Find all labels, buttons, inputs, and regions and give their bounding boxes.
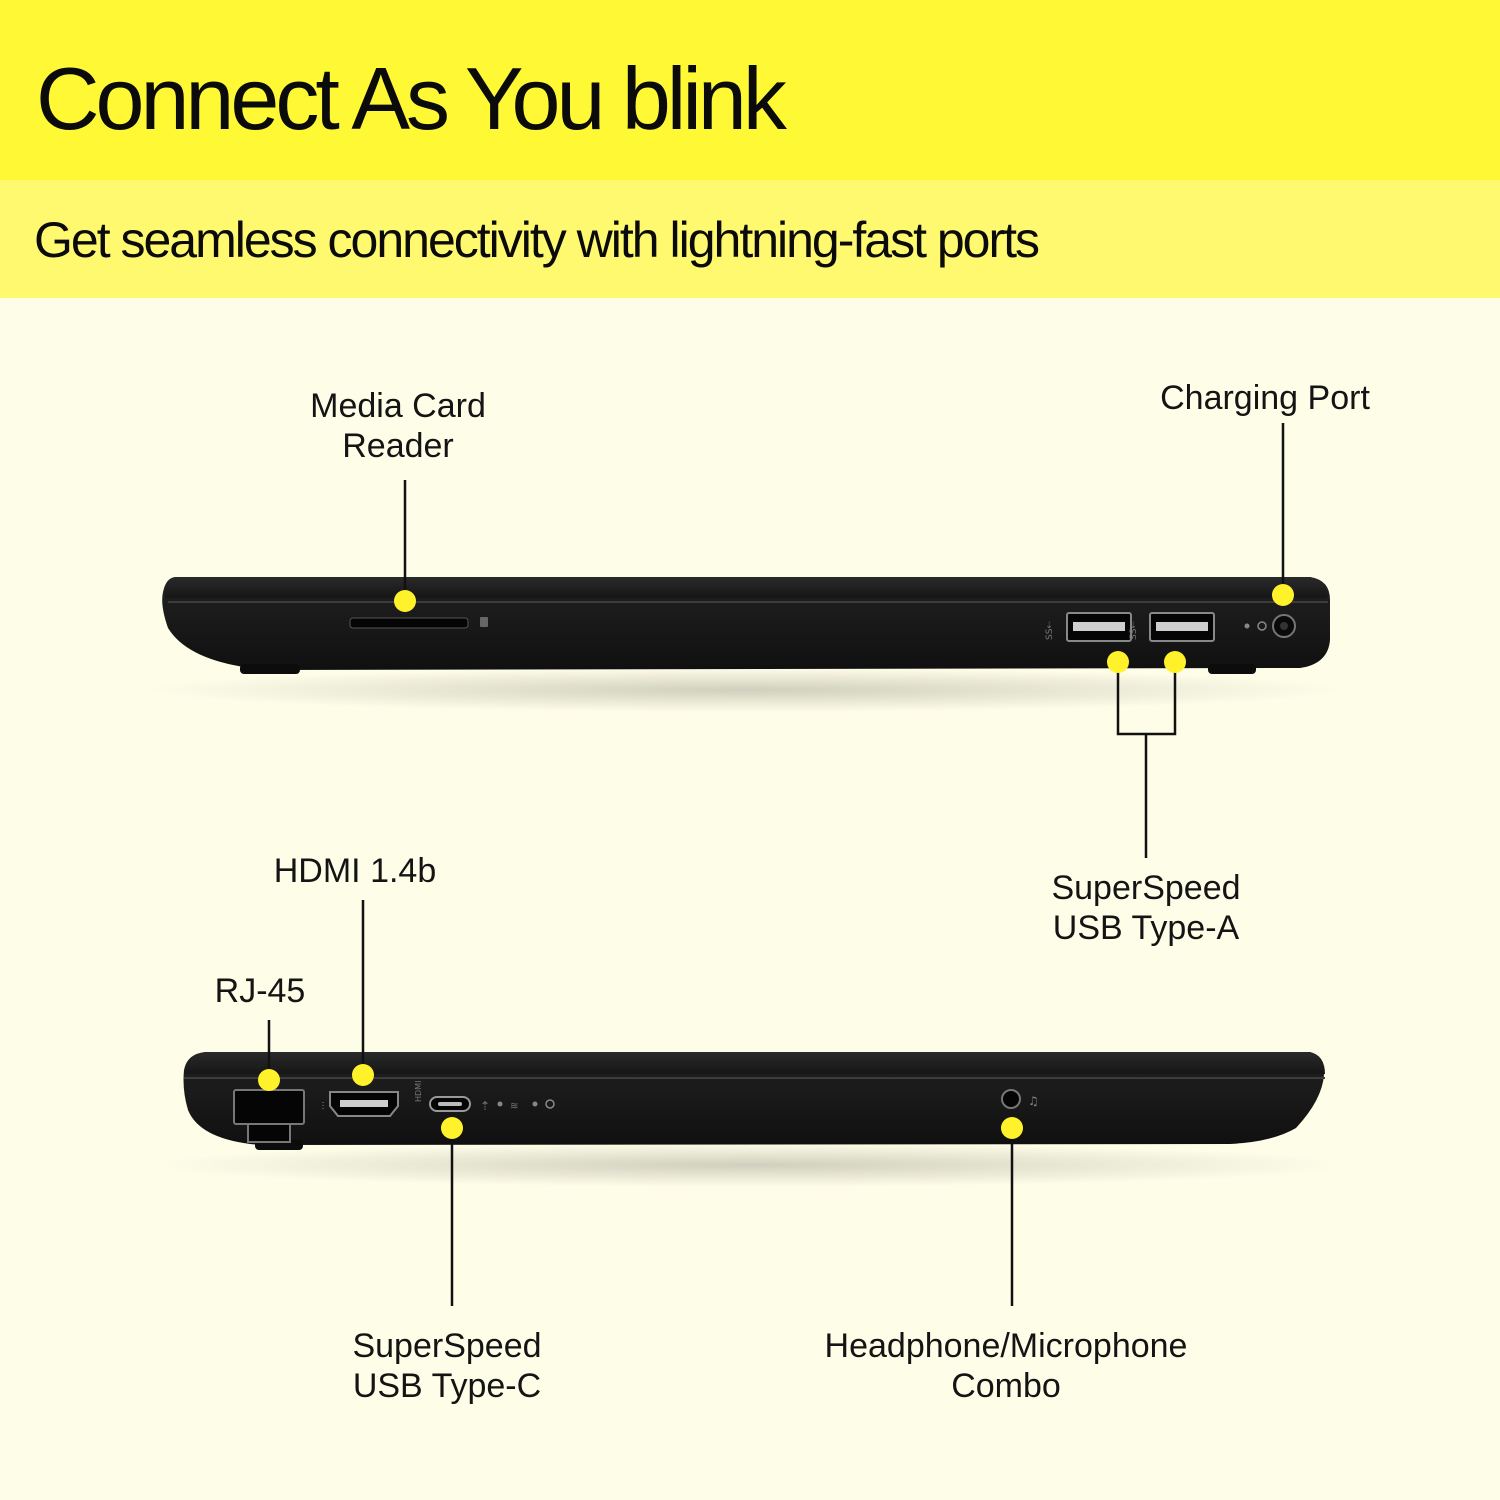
usb-a-port-1	[1066, 612, 1132, 642]
headphone-mic-label: Headphone/Microphone Combo	[824, 1327, 1188, 1405]
page-subtitle: Get seamless connectivity with lightning…	[34, 212, 1040, 268]
callout-lines-bottom	[267, 900, 1014, 1306]
ethernet-icon: ⋯	[319, 1101, 329, 1110]
power-icon	[545, 1099, 555, 1109]
media-card-slot	[349, 617, 469, 629]
hdmi-marker	[352, 1064, 374, 1086]
usb-type-a-label: SuperSpeed USB Type-A	[1051, 869, 1241, 947]
hdmi-label: HDMI 1.4b	[273, 852, 437, 890]
usb-a-marker-1	[1107, 651, 1129, 673]
ss-usb-icon: SS⇠	[1045, 621, 1055, 640]
rj45-port	[233, 1089, 305, 1143]
usb-c-marker	[441, 1117, 463, 1139]
status-led	[1244, 623, 1250, 629]
callout-lines-top	[403, 423, 1285, 858]
usb-type-c-label: SuperSpeed USB Type-C	[352, 1327, 542, 1405]
markers-bottom	[258, 1064, 1023, 1139]
media-card-marker	[394, 590, 416, 612]
rj45-label: RJ-45	[214, 972, 306, 1010]
usb-a-port-2	[1149, 612, 1215, 642]
charging-port-label: Charging Port	[1160, 379, 1370, 417]
usb-a-marker-2	[1164, 651, 1186, 673]
laptop-right-side: SS⇠ SS⇠	[145, 577, 1345, 712]
sd-card-icon	[480, 617, 488, 627]
usb-icon: ⇡	[480, 1099, 490, 1113]
hdmi-icon: HDMI	[414, 1081, 423, 1102]
audio-jack	[1001, 1089, 1021, 1109]
power-icon	[1257, 621, 1267, 631]
rj45-marker	[258, 1069, 280, 1091]
charging-marker	[1272, 584, 1294, 606]
status-led	[532, 1101, 538, 1107]
page-title: Connect As You blink	[36, 49, 787, 148]
hero-banner: Connect As You blink	[0, 0, 1500, 180]
markers-top	[394, 584, 1294, 673]
media-card-reader-label: Media Card Reader	[310, 387, 486, 465]
audio-marker	[1001, 1117, 1023, 1139]
subtitle-banner: Get seamless connectivity with lightning…	[0, 180, 1500, 298]
status-led	[497, 1101, 503, 1107]
drive-icon: ≋	[510, 1101, 518, 1112]
laptop-left-side: ⋯ HDMI ⇡ ≋ ♫	[150, 1052, 1350, 1187]
headphone-icon: ♫	[1028, 1094, 1039, 1108]
ss-usb-icon: SS⇠	[1129, 621, 1139, 640]
